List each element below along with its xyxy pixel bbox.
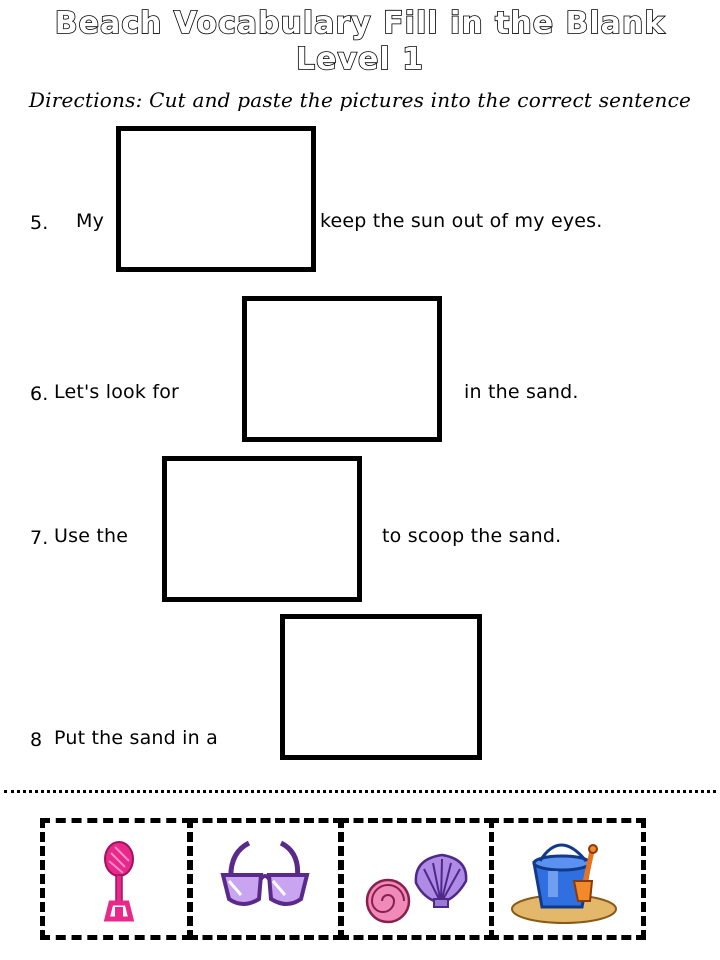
sentence-text-before: My [76,210,105,232]
sentence-text-after: in the sand. [464,381,579,403]
cut-line [4,790,716,793]
sunglasses-icon [220,840,310,906]
sentence-text-after: keep the sun out of my eyes. [320,210,603,232]
picture-cell-bucket[interactable] [489,818,646,940]
sentence-number: 5. [30,212,49,234]
picture-cell-shovel[interactable] [40,818,192,940]
picture-cell-sunglasses[interactable] [188,818,343,940]
worksheet-title: Beach Vocabulary Fill in the Blank [54,5,666,42]
directions-text: Directions: Cut and paste the pictures i… [28,88,692,112]
sentence-text-after: to scoop the sand. [382,525,562,547]
bucket-icon [511,843,617,924]
sentence-number: 7. [30,527,49,549]
sentence-number: 6. [30,383,49,405]
sentence-number: 8 [30,729,43,751]
blank-box[interactable] [280,614,482,760]
sentence-text-before: Use the [54,525,129,547]
shovel-icon [103,841,135,922]
sentence-text-before: Put the sand in a [54,727,218,749]
worksheet-level: Level 1 [295,41,424,78]
blank-box[interactable] [242,296,442,442]
sentence-text-before: Let's look for [54,381,180,403]
blank-box[interactable] [116,126,316,272]
blank-box[interactable] [162,456,362,602]
seashells-icon [365,853,468,924]
picture-cell-seashells[interactable] [339,818,494,940]
